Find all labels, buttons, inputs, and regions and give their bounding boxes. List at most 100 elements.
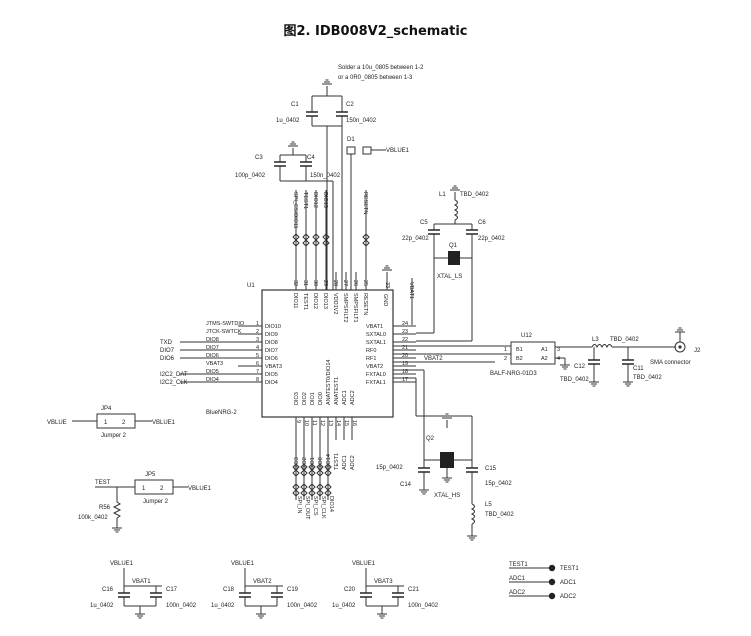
- j2-part: SMA connector: [650, 360, 691, 366]
- u1-right-pin-name: VBAT2: [366, 364, 383, 370]
- jp4-pin2: 2: [122, 420, 126, 426]
- u1-left-ext-label: TXD: [160, 340, 173, 346]
- u1-left-pin-name: DIO7: [265, 348, 278, 354]
- u1-left-pin-num: 7: [256, 369, 259, 375]
- net-connector: [292, 463, 300, 477]
- u1-bottom-pin-name: DIO1: [310, 392, 316, 405]
- jumper-jp4: VBLUE 1 2 VBLUE1 JP4 Jumper 2: [47, 406, 176, 439]
- u1-bottom-pin-name: DIO3: [294, 392, 300, 405]
- c14-value: 15p_0402: [376, 465, 403, 471]
- u1-bottom-pin-num: 12: [319, 420, 325, 426]
- u1-bottom-pin-num: 13: [327, 420, 333, 426]
- capacitor-c1-c2: C1 C2 1u_0402 150n_0402: [276, 79, 377, 127]
- net-connector: [312, 233, 320, 247]
- test-point-label: TEST1: [560, 566, 579, 572]
- u1-right-pin-name: FXTAL0: [366, 372, 386, 378]
- u1-left-ext-label: I2C2_CLK: [160, 380, 188, 386]
- highspeed-crystal-section: Q2 XTAL_HS 15p_0402 C14 C15 15p_0402 L5 …: [376, 369, 514, 541]
- u12-ref: U12: [521, 333, 533, 339]
- jp5-part: Jumper 2: [143, 499, 169, 505]
- net-connector: [316, 483, 324, 497]
- diode-d1: D1 VBLUE1: [346, 137, 410, 155]
- rf-output-filter: L3 TBD_0402 C12 TBD_0402 C11 TBD_0402 J2…: [560, 327, 701, 387]
- u1-bottom-pin-num: 14: [335, 420, 341, 426]
- decoupling-vbat-label: VBAT2: [253, 579, 272, 585]
- u1-right-pin-name: RF0: [366, 348, 376, 354]
- decoupling-cap-value: 1u_0402: [332, 603, 356, 609]
- u1-left-net: DIO4: [206, 377, 219, 383]
- u1-left-net: VBAT3: [206, 361, 223, 367]
- u1-left-pin-num: 6: [256, 361, 259, 367]
- u1-bottom-net: TEST1: [334, 453, 340, 470]
- u1-bottom-net: DIO14: [326, 454, 332, 470]
- net-connector: [324, 463, 332, 477]
- u1-right-pin-num: 19: [402, 361, 408, 367]
- c6-value: 22p_0402: [478, 236, 505, 242]
- u1-top-net-label: DIO13: [322, 192, 328, 208]
- c4-ref: C4: [307, 155, 315, 161]
- u1-left-pin-name: DIO9: [265, 332, 278, 338]
- c3-ref: C3: [255, 155, 263, 161]
- u1-bottom-pin-num: 16: [351, 420, 357, 426]
- u12-balun: U12 BALF-NRG-01D3 B1 B2 A1 A2 1 2 3 4: [490, 333, 571, 377]
- decoupling-cap-ref: C19: [287, 587, 299, 593]
- jp4-pin1: 1: [104, 420, 108, 426]
- u1-bottom-net: ADC2: [350, 455, 356, 470]
- u1-top-pin-num: 29: [322, 280, 328, 286]
- u1-ref: U1: [247, 283, 255, 289]
- jp4-ref: JP4: [101, 406, 112, 412]
- u1-left-net: DIO5: [206, 369, 219, 375]
- u1-top-pin-name: DIO13: [322, 293, 328, 309]
- u1-top-net-label: TEST1: [302, 192, 308, 209]
- u1-left-pin-num: 4: [256, 345, 259, 351]
- u12-pin1: 1: [504, 347, 507, 353]
- decoupling-net-label: VBLUE1: [231, 561, 255, 567]
- net-connector: [322, 233, 330, 247]
- u1-bottom-pin-name: ADC1: [342, 390, 348, 405]
- u1-right-pin-num: 24: [402, 321, 408, 327]
- q1-ref: Q1: [449, 243, 458, 249]
- u1-left-pin-num: 1: [256, 321, 259, 327]
- j2-ref: J2: [694, 348, 701, 354]
- d1-net: VBLUE1: [386, 148, 410, 154]
- jp5-pin2: 2: [160, 486, 164, 492]
- d1-ref: D1: [347, 137, 355, 143]
- u1-left-ext-label: DIO7: [160, 348, 175, 354]
- net-connector: [292, 483, 300, 497]
- c2-value: 150n_0402: [346, 118, 377, 124]
- u1-bottom-ext-label: SPI_IN: [296, 496, 302, 513]
- u1-top-pin-name: TEST1: [302, 293, 308, 310]
- jp5-pin1: 1: [142, 486, 146, 492]
- u12-part: BALF-NRG-01D3: [490, 371, 537, 377]
- u1-right-pin-num: 17: [402, 377, 408, 383]
- u1-right-pin-name: FXTAL1: [366, 380, 386, 386]
- net-connector: [300, 463, 308, 477]
- u1-left-pin-name: DIO6: [265, 356, 278, 362]
- u12-pin3: 3: [557, 347, 560, 353]
- decoupling-vbat-label: VBAT3: [374, 579, 393, 585]
- u1-top-pin-name: SMPSFILT2: [342, 293, 348, 323]
- u1-bottom-net: ADC1: [342, 455, 348, 470]
- u1-bottom-pin-name: ADC2: [350, 390, 356, 405]
- c1-value: 1u_0402: [276, 118, 300, 124]
- u1-right-pin-num: 18: [402, 369, 408, 375]
- decoupling-cap-value: 100n_0402: [166, 603, 197, 609]
- u1-top-pin-name: SMPSFILT1: [352, 293, 358, 323]
- u12-pin4: 4: [557, 356, 560, 362]
- c11-value: TBD_0402: [633, 375, 662, 381]
- u1-bottom-ext-label: SPI_OUT: [304, 496, 310, 520]
- u1-bottom-pin-num: 15: [343, 420, 349, 426]
- jp5-right-net: VBLUE1: [188, 486, 212, 492]
- decoupling-vbat-label: VBAT1: [132, 579, 151, 585]
- net-connector: [308, 483, 316, 497]
- u12-pin-a1: A1: [541, 347, 548, 353]
- u1-left-net: DIO6: [206, 353, 219, 359]
- c12-value: TBD_0402: [560, 377, 589, 383]
- decoupling-cap-ref: C21: [408, 587, 420, 593]
